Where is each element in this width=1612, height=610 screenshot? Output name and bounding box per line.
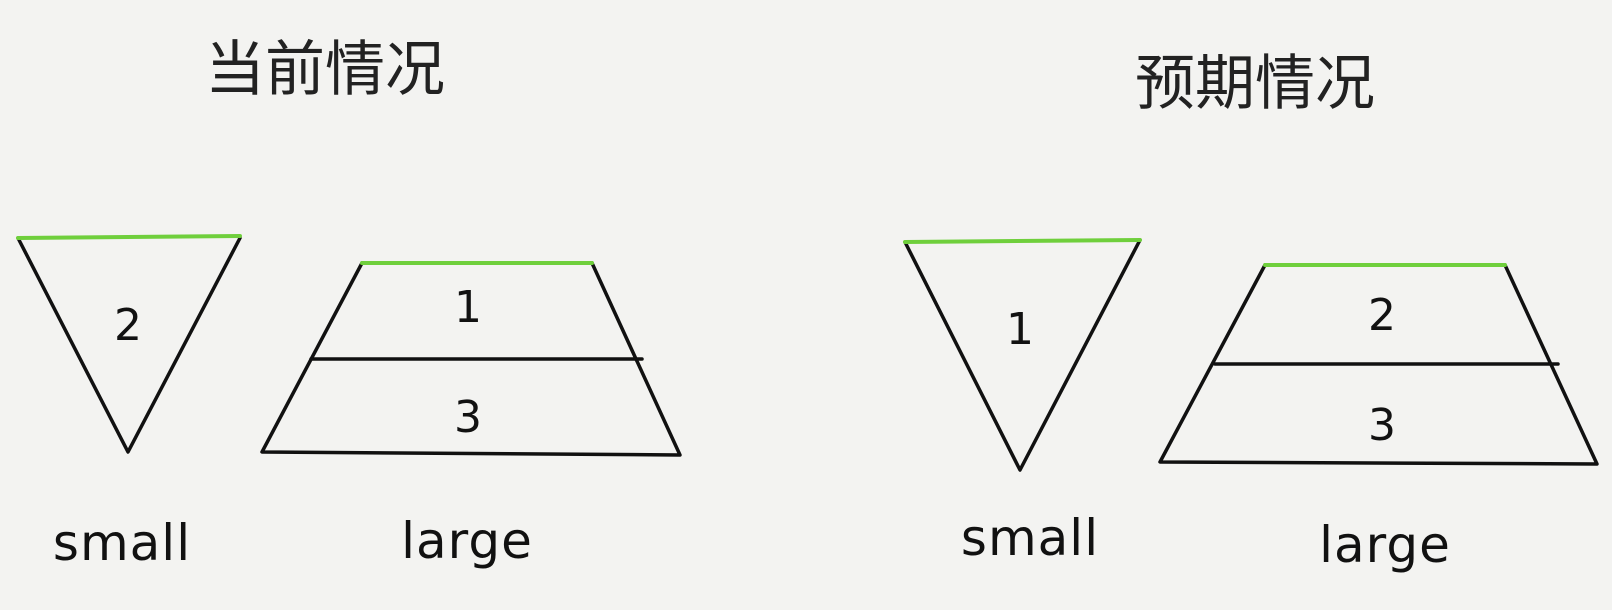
expected-large-caption: large: [1319, 516, 1451, 574]
expected-small-triangle-top-edge: [903, 238, 1142, 244]
current-small-triangle-top-edge: [16, 234, 242, 240]
current-small-caption: small: [53, 514, 191, 572]
expected-small-number: 1: [1006, 304, 1034, 355]
current-large-trapezoid: 1 3: [260, 261, 682, 457]
current-large-top-number: 1: [454, 282, 482, 333]
current-panel: 当前情况 2 small 1 3 large: [16, 35, 682, 572]
expected-small-caption: small: [961, 509, 1099, 567]
current-title: 当前情况: [205, 35, 445, 105]
current-large-bottom-number: 3: [454, 392, 482, 443]
expected-panel: 预期情况 1 small 2 3 large: [903, 49, 1599, 574]
expected-large-top-number: 2: [1368, 290, 1396, 341]
expected-title: 预期情况: [1135, 49, 1375, 119]
expected-large-bottom-number: 3: [1368, 400, 1396, 451]
expected-small-triangle: 1: [903, 238, 1142, 472]
current-small-triangle-sides: [16, 236, 242, 454]
current-small-triangle: 2: [16, 234, 242, 454]
expected-small-triangle-sides: [903, 238, 1142, 472]
current-small-number: 2: [114, 300, 142, 351]
current-large-caption: large: [401, 512, 533, 570]
expected-large-trapezoid: 2 3: [1158, 263, 1599, 466]
